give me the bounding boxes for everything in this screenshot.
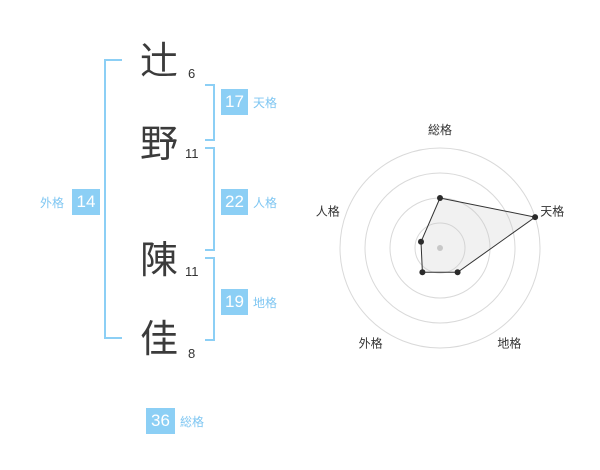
radar-axis-label-2: 地格 xyxy=(497,336,521,351)
radar-axis-label-4: 人格 xyxy=(316,204,340,219)
stroke-count-1: 6 xyxy=(188,66,196,81)
soukaku-value: 36 xyxy=(146,408,175,434)
radar-polygon-layer xyxy=(420,197,537,273)
name-char-3: 陳 xyxy=(139,238,178,282)
radar-axis-label-1: 天格 xyxy=(540,204,564,219)
radar-ring-3 xyxy=(364,172,516,324)
chikaku-label: 地格 xyxy=(253,296,278,310)
radar-ring-4 xyxy=(339,147,541,349)
stroke-count-2: 11 xyxy=(185,146,199,161)
radar-point-4 xyxy=(418,238,424,245)
tenkaku-value: 17 xyxy=(221,89,248,115)
name-bracket-lines xyxy=(104,59,215,341)
radar-point-2 xyxy=(454,269,461,276)
radar-ring-1 xyxy=(414,222,466,274)
radar-axis-label-3: 外格 xyxy=(359,336,383,351)
gaikaku-label: 外格 xyxy=(40,196,65,210)
radar-points xyxy=(418,195,539,276)
soukaku-label: 総格 xyxy=(180,415,205,429)
name-char-2: 野 xyxy=(139,122,178,166)
chikaku-value: 19 xyxy=(221,289,248,315)
radar-point-1 xyxy=(532,214,539,221)
radar-value-polygon xyxy=(420,197,537,273)
radar-point-0 xyxy=(437,195,443,201)
stroke-count-3: 11 xyxy=(185,264,199,279)
jinkaku-value: 22 xyxy=(221,189,248,215)
jinkaku-label: 人格 xyxy=(253,196,278,210)
stroke-count-4: 8 xyxy=(188,346,196,361)
radar-center-dot xyxy=(437,245,443,251)
radar-point-3 xyxy=(419,269,426,276)
name-char-4: 佳 xyxy=(139,317,178,361)
name-char-1: 辻 xyxy=(139,39,178,83)
radar-axis-label-0: 総格 xyxy=(428,122,452,137)
gaikaku-value: 14 xyxy=(72,189,100,215)
tenkaku-label: 天格 xyxy=(253,96,278,110)
